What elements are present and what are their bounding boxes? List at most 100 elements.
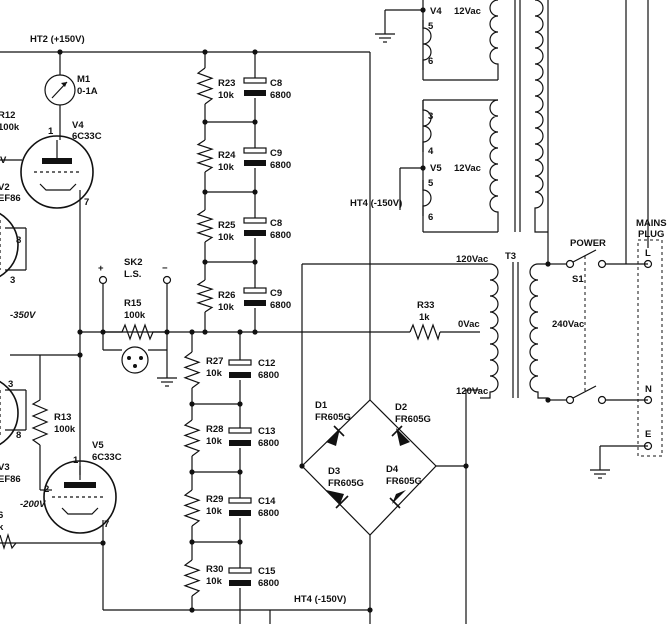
r13-ref: R13 bbox=[54, 412, 71, 423]
v5-type: 6C33C bbox=[92, 452, 122, 463]
resistor-lower-3 bbox=[183, 489, 201, 527]
v5-pin7: 7 bbox=[104, 519, 109, 530]
capacitor-upper-ref-3: C8 bbox=[270, 218, 282, 229]
v4-ref: V4 bbox=[72, 120, 84, 131]
capacitor-lower-2 bbox=[228, 427, 252, 446]
v2-ref: V2 bbox=[0, 182, 10, 193]
transformer-top bbox=[422, 0, 548, 233]
d2-ref: D2 bbox=[395, 402, 407, 413]
capacitor-upper-val-3: 6800 bbox=[270, 230, 291, 241]
capacitor-lower-val-2: 6800 bbox=[258, 438, 279, 449]
resistor-upper-val-3: 10k bbox=[218, 232, 235, 243]
capacitor-upper-val-2: 6800 bbox=[270, 160, 291, 171]
resistor-r33-symbol bbox=[409, 323, 441, 341]
capacitor-upper-3 bbox=[243, 217, 267, 236]
resistor-upper-val-1: 10k bbox=[218, 90, 235, 101]
tt-v5-pin5: 5 bbox=[428, 178, 434, 189]
v4-type: 6C33C bbox=[72, 131, 102, 142]
capacitor-lower-ref-2: C13 bbox=[258, 426, 275, 437]
mains-l: L bbox=[645, 248, 651, 259]
power-switch bbox=[563, 249, 607, 405]
resistor-upper-ref-3: R25 bbox=[218, 220, 236, 231]
resistor-upper-3 bbox=[196, 209, 214, 243]
resistor-lower-val-4: 10k bbox=[206, 576, 223, 587]
tube-v3-partial bbox=[0, 380, 19, 446]
mains-plug bbox=[637, 239, 663, 457]
v4-pin7: 7 bbox=[84, 197, 89, 208]
capacitor-upper-ref-1: C8 bbox=[270, 78, 282, 89]
d1-ref: D1 bbox=[315, 400, 328, 411]
speaker-connector bbox=[98, 275, 172, 374]
r12-ref: R12 bbox=[0, 110, 15, 121]
d2-type: FR605G bbox=[395, 414, 431, 425]
minus200-label: -200V bbox=[20, 499, 46, 510]
capacitor-upper-val-4: 6800 bbox=[270, 300, 291, 311]
tt-v4-pin6: 6 bbox=[428, 56, 433, 67]
capacitor-upper-ref-2: C9 bbox=[270, 148, 282, 159]
capacitor-lower-val-1: 6800 bbox=[258, 370, 279, 381]
resistor-upper-1 bbox=[196, 67, 214, 105]
mains-e: E bbox=[645, 429, 651, 440]
tt-v4-pin5: 5 bbox=[428, 21, 434, 32]
tt-v4-label: V4 bbox=[430, 6, 442, 17]
resistor-lower-ref-1: R27 bbox=[206, 356, 223, 367]
resistor-lower-ref-3: R29 bbox=[206, 494, 223, 505]
bridge-rectifier bbox=[301, 399, 437, 536]
labels: HT2 (+150V) M1 0-1A V4 6C33C 1 7 R12 100… bbox=[0, 6, 667, 605]
tt-v5-ac: 12Vac bbox=[454, 163, 481, 174]
resistor-lower-val-2: 10k bbox=[206, 436, 223, 447]
d3-type: FR605G bbox=[328, 478, 364, 489]
resistors: R2310kC86800R2410kC96800R2510kC86800R261… bbox=[183, 67, 291, 597]
r6-fragment: 6 bbox=[0, 510, 3, 521]
v3-ref: V3 bbox=[0, 462, 10, 473]
d1-type: FR605G bbox=[315, 412, 351, 423]
tt-v4-ac: 12Vac bbox=[454, 6, 481, 17]
resistor-lower-4 bbox=[183, 559, 201, 597]
capacitor-upper-ref-4: C9 bbox=[270, 288, 282, 299]
resistor-lower-val-3: 10k bbox=[206, 506, 223, 517]
t3-tap-bot: 120Vac bbox=[456, 386, 488, 397]
resistor-lower-val-1: 10k bbox=[206, 368, 223, 379]
d4-ref: D4 bbox=[386, 464, 399, 475]
speaker-minus: − bbox=[162, 263, 168, 274]
ground-symbols bbox=[157, 33, 610, 479]
v3-type: EF86 bbox=[0, 474, 21, 485]
k-fragment: k bbox=[0, 522, 4, 533]
t3-tap-top: 120Vac bbox=[456, 254, 488, 265]
t3-tap-mid: 0Vac bbox=[458, 319, 480, 330]
capacitor-lower-4 bbox=[228, 567, 252, 586]
v2-type: EF86 bbox=[0, 193, 21, 204]
resistor-r6-partial bbox=[0, 532, 17, 551]
capacitor-upper-val-1: 6800 bbox=[270, 90, 291, 101]
m1-value: 0-1A bbox=[77, 86, 98, 97]
resistor-r15-symbol bbox=[103, 323, 167, 341]
resistor-lower-2 bbox=[183, 419, 201, 457]
sk2-ref: SK2 bbox=[124, 257, 142, 268]
sk2-label: L.S. bbox=[124, 269, 141, 280]
capacitor-lower-ref-1: C12 bbox=[258, 358, 275, 369]
ht2-label: HT2 (+150V) bbox=[30, 34, 85, 45]
d4-type: FR605G bbox=[386, 476, 422, 487]
capacitor-lower-val-4: 6800 bbox=[258, 578, 279, 589]
r33-ref: R33 bbox=[417, 300, 434, 311]
resistor-upper-4 bbox=[196, 279, 214, 313]
meter-m1 bbox=[44, 74, 76, 106]
resistor-upper-val-4: 10k bbox=[218, 302, 235, 313]
mains-title-1: MAINS bbox=[636, 218, 667, 229]
r15-value: 100k bbox=[124, 310, 146, 321]
minus350-label: -350V bbox=[10, 310, 36, 321]
r13-value: 100k bbox=[54, 424, 76, 435]
capacitor-upper-1 bbox=[243, 77, 267, 96]
v2-pin8: 8 bbox=[16, 235, 21, 246]
tube-v2-partial bbox=[0, 212, 19, 278]
resistor-lower-1 bbox=[183, 351, 201, 389]
tt-v5-pin6: 6 bbox=[428, 212, 433, 223]
tube-v5 bbox=[43, 460, 117, 534]
t3-ref: T3 bbox=[505, 251, 516, 262]
capacitor-upper-4 bbox=[243, 287, 267, 306]
capacitor-lower-3 bbox=[228, 497, 252, 516]
resistor-upper-2 bbox=[196, 139, 214, 173]
v-fragment: V bbox=[0, 155, 7, 166]
